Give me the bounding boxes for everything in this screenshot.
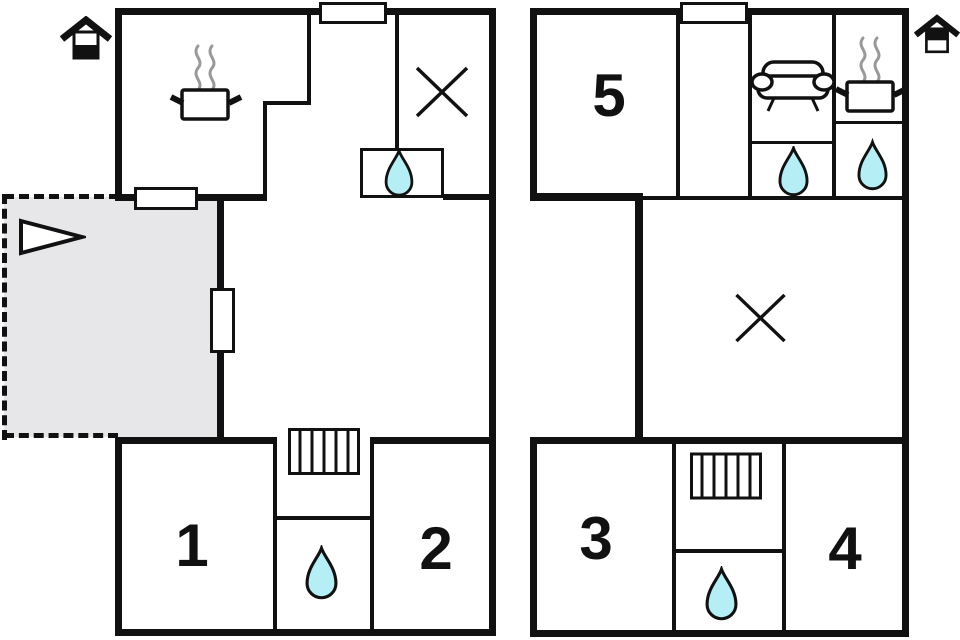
cross-room-icon-right [735,293,786,343]
terrace-dashed-edge-bottom [4,433,118,438]
water-drop-icon-bath-right [705,566,738,621]
bath-right-divider [672,549,786,553]
outer-wall-bottom [115,629,496,636]
room2-left-wall [370,437,374,636]
room1-label: 1 [175,512,209,579]
room4-label: 4 [828,515,862,582]
stove-pot-icon-right [834,36,908,113]
bottom-row-top-wall [643,437,902,444]
terrace-window [210,288,235,353]
terrace-triangle-icon [19,218,86,256]
outer-wall-left-upper [115,8,122,201]
hall-left-wall [635,193,643,444]
stove-pot-icon-left [169,44,243,121]
cross-room-icon-left [415,66,469,118]
water-drop-icon-sink-closet [384,149,414,197]
kitchen-room-divider [836,121,902,124]
stairs-icon-left [288,428,360,475]
kitchen-step-wall [263,101,311,105]
outer-wall-top [115,8,496,15]
room5-right-wall [676,8,680,198]
outer-wall-left-lower [115,437,122,636]
room1-right-wall [273,437,277,636]
bath-left-divider [273,516,374,520]
room1-top-wall [115,437,277,444]
stairs-icon-right [690,452,762,500]
room2-label: 2 [419,515,453,582]
top-section-bottom-wall [643,196,902,200]
entry-door-left-building [319,2,387,24]
house-floor-indicator-icon-left [60,16,112,60]
sofa-icon [750,60,836,112]
water-drop-icon-bath-left [305,545,338,600]
outer-wall-right [489,8,496,636]
house-floor-indicator-icon-right [914,14,960,54]
kitchen-right-wall-upper [307,8,311,105]
terrace-dashed-edge-top [4,194,119,199]
entry-door-right-building [680,2,748,24]
cross-room-bottom-wall [443,194,496,200]
room5-label: 5 [592,62,626,129]
sofa-room-divider [752,141,832,144]
cross-room-left-wall [395,8,399,148]
room3-right-wall [672,444,676,637]
room3-label: 3 [579,505,613,572]
outer-wall-right-right-building [902,8,909,637]
outer-wall-left-lower-right-building [530,437,537,637]
room4-left-wall [782,444,786,637]
sofa-kitchen-divider-wall [832,8,836,198]
kitchen-right-wall-lower [263,101,267,201]
room2-top-wall [370,437,496,444]
outer-wall-bottom-right-building [530,630,909,637]
outer-wall-left-upper-right-building [530,8,537,201]
closet-right-wall [748,8,752,198]
room3-top-wall [530,437,643,444]
terrace-door [134,187,198,210]
water-drop-icon-shower-right [778,146,809,197]
room5-bottom-wall [530,193,643,201]
water-drop-icon-sink-right [857,138,888,191]
terrace-dashed-edge-left [2,194,7,440]
